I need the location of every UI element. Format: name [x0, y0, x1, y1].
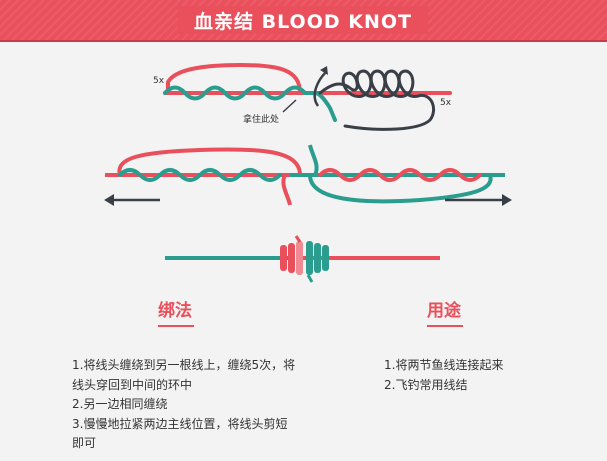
usage-steps: 1.将两节鱼线连接起来 2.飞钓常用线结 — [384, 356, 503, 395]
step2-illustration — [104, 144, 512, 206]
usage-step-line: 1.将两节鱼线连接起来 — [384, 358, 504, 372]
method-title: 绑法 — [158, 301, 192, 321]
knot-diagram: 拿住此处 5x 5x — [104, 62, 512, 283]
wraps-left-label: 5x — [153, 76, 165, 86]
method-underline — [158, 325, 194, 327]
arrow-right-icon — [502, 194, 512, 206]
usage-step-line: 2.飞钓常用线结 — [384, 377, 468, 392]
method-step-line: 线头穿回到中间的环中 — [72, 377, 193, 392]
curved-arrow-head-icon — [320, 66, 328, 75]
method-step-line: 即可 — [72, 436, 97, 450]
usage-underline — [427, 325, 463, 327]
method-steps: 1.将线头缠绕到另一根线上，缠绕5次，将 线头穿回到中间的环中 2.另一边相同缠… — [72, 356, 295, 454]
title-box: 血亲结 BLOOD KNOT — [178, 6, 428, 34]
arrow-left-icon — [104, 194, 114, 206]
method-step-line: 1.将线头缠绕到另一根线上，缠绕5次，将 — [72, 358, 296, 372]
usage-title: 用途 — [427, 301, 461, 321]
curved-arrow-icon — [313, 71, 327, 107]
method-step-line: 2.另一边相同缠绕 — [72, 397, 168, 411]
hold-label: 拿住此处 — [243, 113, 279, 125]
step1-illustration: 拿住此处 5x 5x — [153, 62, 452, 131]
method-step-line: 3.慢慢地拉紧两边主线位置，将线头剪短 — [72, 416, 288, 431]
step3-illustration — [165, 235, 440, 283]
wraps-right-label: 5x — [440, 98, 452, 108]
page-title: 血亲结 BLOOD KNOT — [194, 10, 412, 33]
